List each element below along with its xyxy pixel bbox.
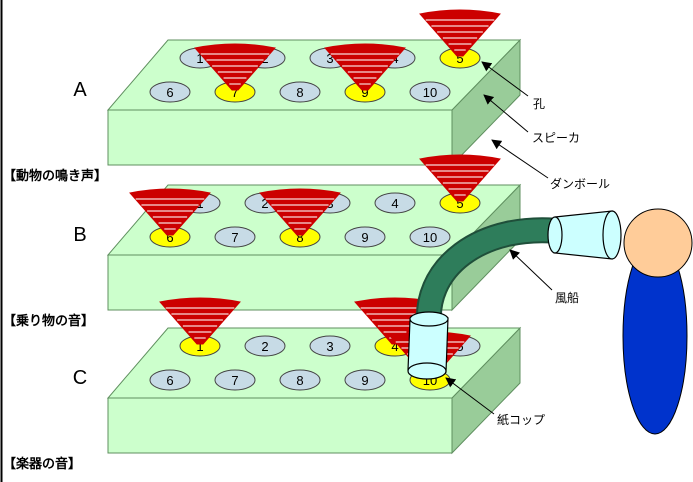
hole-8: 8 — [279, 369, 321, 391]
sound-box-A: 12345678910A【動物の鳴き声】 — [3, 9, 522, 183]
box-label: A — [73, 79, 87, 101]
hole-number: 1 — [196, 339, 203, 354]
hole-6: 6 — [149, 81, 191, 103]
hole-number: 4 — [391, 339, 398, 354]
box-caption: 【動物の鳴き声】 — [3, 168, 107, 183]
callout-speaker: スピーカ — [483, 94, 580, 145]
hole-number: 8 — [296, 230, 303, 245]
callout-label: スピーカ — [532, 131, 580, 145]
listener-head — [623, 208, 693, 278]
hole-number: 6 — [166, 85, 173, 100]
box-caption: 【楽器の音】 — [3, 456, 81, 471]
speaker-icon — [129, 188, 211, 236]
hole-9: 9 — [344, 226, 386, 248]
paper-cup-hole-icon — [407, 311, 449, 380]
callout-label: 孔 — [533, 97, 545, 111]
hole-8: 8 — [279, 226, 321, 248]
hole-4: 4 — [374, 192, 416, 214]
callout-label: ダンボール — [550, 176, 610, 191]
hole-number: 6 — [166, 230, 173, 245]
hole-9: 9 — [344, 369, 386, 391]
callout-label: 紙コップ — [497, 412, 545, 427]
box-label: B — [73, 224, 86, 246]
hole-6: 6 — [149, 369, 191, 391]
hole-number: 5 — [456, 196, 463, 211]
callout-hole: 孔 — [481, 61, 545, 111]
hole-10: 10 — [409, 226, 451, 248]
callout-arrow — [481, 61, 529, 97]
speaker-icon — [419, 9, 501, 57]
callout-arrow — [491, 139, 549, 179]
paper-cup-ear-icon — [547, 210, 622, 260]
sound-box-B: 12345678910B【乗り物の音】 — [3, 154, 522, 328]
callout-balloon: 風船 — [509, 249, 579, 305]
hole-number: 9 — [361, 85, 368, 100]
hole-number: 4 — [391, 196, 398, 211]
callout-paper-cup: 紙コップ — [445, 377, 545, 427]
box-front-face — [107, 397, 453, 454]
hole-10: 10 — [409, 81, 451, 103]
hole-5: 5 — [439, 47, 481, 69]
speaker-icon — [324, 43, 406, 91]
hole-number: 2 — [261, 339, 268, 354]
speaker-icon — [194, 43, 276, 91]
hole-number: 7 — [231, 373, 238, 388]
hole-number: 10 — [423, 230, 437, 245]
hole-number: 7 — [231, 230, 238, 245]
hole-number: 8 — [296, 373, 303, 388]
hole-number: 1 — [196, 51, 203, 66]
hole-number: 6 — [166, 373, 173, 388]
callout-arrow — [509, 249, 553, 291]
speaker-icon — [419, 154, 501, 202]
hole-8: 8 — [279, 81, 321, 103]
hole-number: 7 — [231, 85, 238, 100]
speaker-icon — [259, 188, 341, 236]
box-label: C — [73, 367, 87, 389]
hole-number: 3 — [326, 51, 333, 66]
callout-arrow — [483, 94, 529, 133]
hole-number: 8 — [296, 85, 303, 100]
hole-number: 9 — [361, 230, 368, 245]
hole-number: 2 — [261, 196, 268, 211]
hole-3: 3 — [309, 335, 351, 357]
apparatus-layer — [407, 208, 693, 435]
hole-7: 7 — [214, 369, 256, 391]
callout-label: 風船 — [555, 291, 579, 305]
callout-arrow — [445, 377, 495, 415]
hole-2: 2 — [244, 335, 286, 357]
hole-number: 10 — [423, 85, 437, 100]
hole-7: 7 — [214, 226, 256, 248]
boxes-layer: 12345678910A【動物の鳴き声】12345678910B【乗り物の音】1… — [3, 9, 522, 471]
balloon-tube — [417, 219, 570, 332]
hole-number: 3 — [326, 339, 333, 354]
callout-cardboard: ダンボール — [491, 139, 610, 191]
hole-number: 5 — [456, 51, 463, 66]
speaker-icon — [159, 297, 241, 345]
box-caption: 【乗り物の音】 — [3, 313, 94, 328]
hole-number: 9 — [361, 373, 368, 388]
box-front-face — [107, 109, 453, 166]
listener-figure-icon — [622, 208, 693, 435]
